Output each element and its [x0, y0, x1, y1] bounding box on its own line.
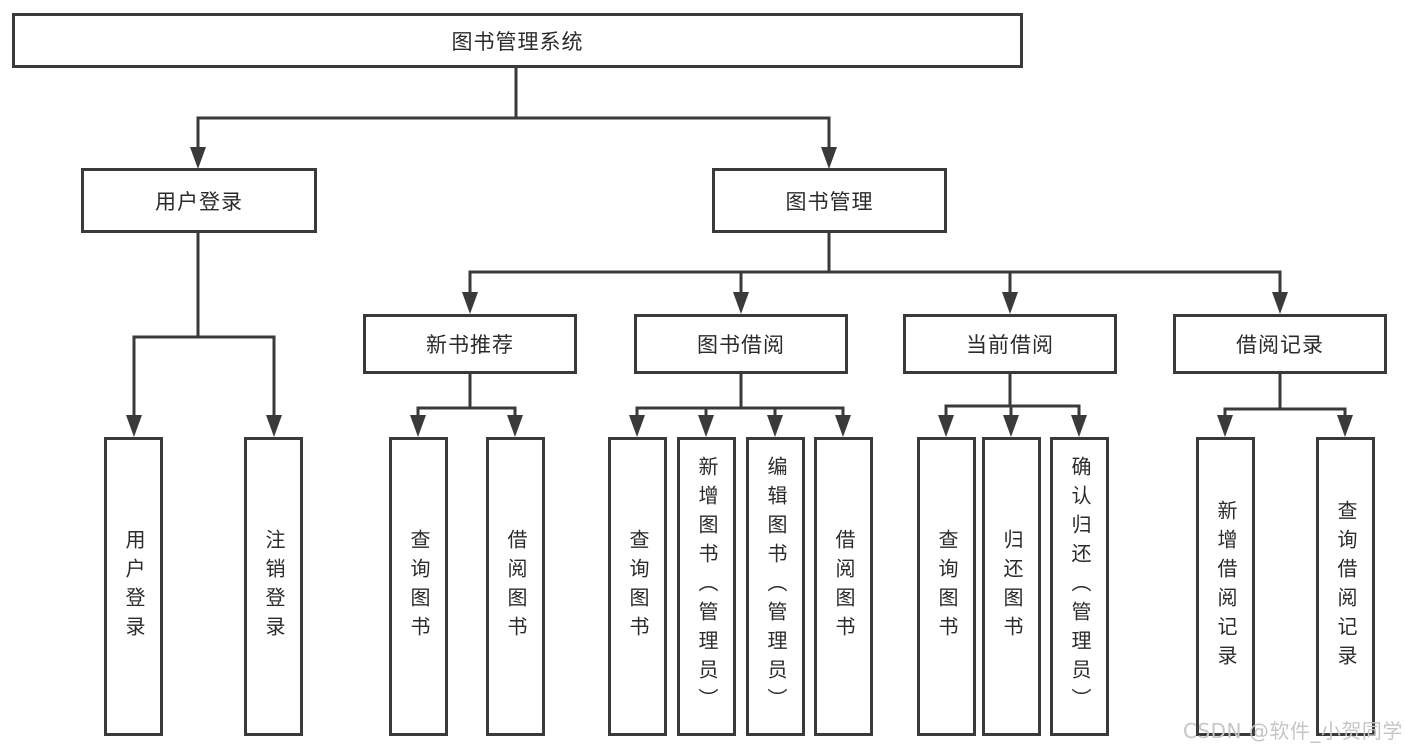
node-label: 用户登录 [122, 528, 146, 645]
node-label: 查询借阅记录 [1334, 499, 1358, 674]
leaf-query-books-borrowing: 查询图书 [608, 437, 667, 736]
node-label: 确认归还（管理员） [1068, 456, 1092, 717]
wire-new-book-branch [416, 372, 517, 418]
leaf-query-books-newbook: 查询图书 [389, 437, 448, 736]
watermark: CSDN @软件_小贺同学 [1183, 719, 1403, 743]
node-label: 新书推荐 [426, 333, 514, 357]
node-label: 新增借阅记录 [1214, 499, 1238, 674]
wire-root-to-level2 [196, 66, 831, 152]
node-book-borrowing: 图书借阅 [634, 314, 848, 374]
leaf-query-borrow-record: 查询借阅记录 [1316, 437, 1375, 736]
arrowheads [126, 147, 1353, 437]
node-label: 借阅图书 [832, 528, 856, 645]
node-library-management-system: 图书管理系统 [12, 13, 1023, 68]
node-label: 图书管理系统 [451, 29, 584, 54]
node-book-management: 图书管理 [712, 168, 947, 233]
leaf-user-login: 用户登录 [104, 437, 163, 736]
leaf-edit-books-admin: 编辑图书（管理员） [746, 437, 805, 736]
wire-borrow-record-branch [1223, 372, 1347, 418]
node-label: 归还图书 [1000, 528, 1024, 645]
node-user-login: 用户登录 [81, 168, 317, 233]
leaf-add-borrow-record: 新增借阅记录 [1196, 437, 1255, 736]
leaf-query-books-current: 查询图书 [917, 437, 976, 736]
leaf-add-books-admin: 新增图书（管理员） [677, 437, 736, 736]
leaf-borrow-books-borrowing: 借阅图书 [814, 437, 873, 736]
node-current-borrowing: 当前借阅 [903, 314, 1117, 374]
node-label: 查询图书 [935, 528, 959, 645]
node-label: 图书借阅 [697, 333, 785, 357]
wire-current-borrow-branch [944, 372, 1081, 418]
node-label: 当前借阅 [966, 333, 1054, 357]
leaf-borrow-books-newbook: 借阅图书 [486, 437, 545, 736]
node-label: 图书管理 [785, 189, 874, 214]
wire-book-borrow-branch [635, 372, 845, 418]
leaf-return-books: 归还图书 [982, 437, 1041, 736]
node-label: 查询图书 [626, 528, 650, 645]
node-borrowing-records: 借阅记录 [1173, 314, 1387, 374]
node-label: 借阅记录 [1236, 333, 1324, 357]
node-label: 用户登录 [155, 189, 243, 214]
wire-book-mgmt-branch [468, 231, 1282, 295]
leaf-logout: 注销登录 [244, 437, 303, 736]
node-label: 注销登录 [262, 528, 286, 645]
node-label: 编辑图书（管理员） [764, 456, 788, 717]
node-new-book-recommendation: 新书推荐 [363, 314, 577, 374]
node-label: 查询图书 [407, 528, 431, 645]
node-label: 新增图书（管理员） [695, 456, 719, 717]
node-label: 借阅图书 [504, 528, 528, 645]
leaf-confirm-return-admin: 确认归还（管理员） [1050, 437, 1109, 736]
wire-user-login-branch [132, 231, 276, 418]
